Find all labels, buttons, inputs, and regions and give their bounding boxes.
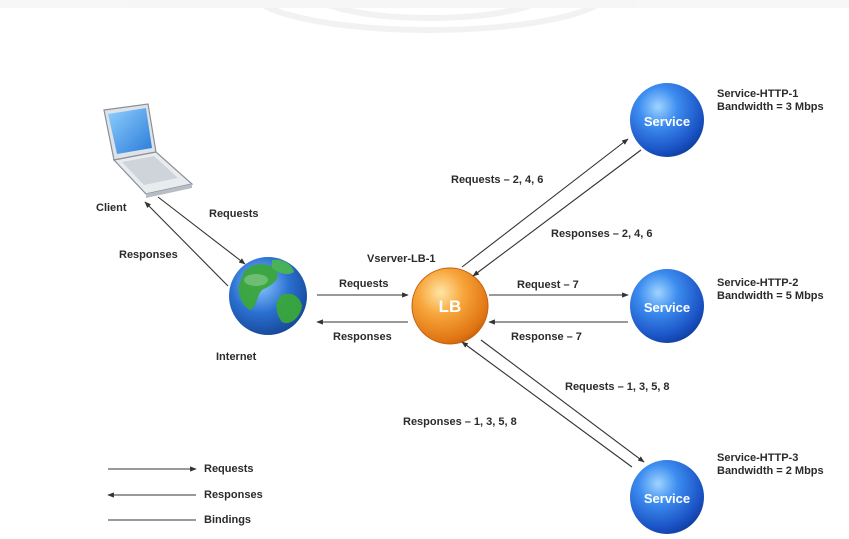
client-request-arrow [157,196,246,265]
service1-bandwidth: Bandwidth = 3 Mbps [717,101,824,113]
service2-info: Service-HTTP-2 Bandwidth = 5 Mbps [717,277,824,303]
legend-requests-label: Requests [204,463,254,475]
lb-node: LB [411,267,489,345]
service-node-2-text: Service [644,300,690,315]
lb-name-label: Vserver-LB-1 [367,253,436,265]
service2-bandwidth: Bandwidth = 5 Mbps [717,290,824,302]
client-response-arrow [144,201,229,287]
legend-responses-label: Responses [204,489,263,501]
service-node-1: Service [630,83,704,157]
service-node-3: Service [630,460,704,534]
service-node-1-text: Service [644,114,690,129]
client-laptop-icon [103,103,194,198]
service3-name: Service-HTTP-3 [717,452,799,464]
service2-request-label: Request – 7 [517,279,579,291]
service1-responses-label: Responses – 2, 4, 6 [551,228,653,240]
service3-responses-label: Responses – 1, 3, 5, 8 [403,416,517,428]
internet-globe-icon [229,257,307,335]
background-decoration [0,0,849,33]
service1-info: Service-HTTP-1 Bandwidth = 3 Mbps [717,88,824,114]
service3-bandwidth: Bandwidth = 2 Mbps [717,465,824,477]
client-requests-label: Requests [209,208,259,220]
internet-label: Internet [216,351,257,363]
internet-requests-label: Requests [339,278,389,290]
client-responses-label: Responses [119,249,178,261]
service-node-3-text: Service [644,491,690,506]
client-label: Client [96,202,127,214]
legend-bindings-label: Bindings [204,514,252,526]
service2-response-label: Response – 7 [511,331,582,343]
service3-request-arrow [480,339,645,463]
service2-name: Service-HTTP-2 [717,277,799,289]
service3-response-arrow [461,341,633,468]
lb-node-text: LB [439,297,462,316]
service1-request-arrow [461,138,629,268]
service3-info: Service-HTTP-3 Bandwidth = 2 Mbps [717,452,824,478]
internet-responses-label: Responses [333,331,392,343]
service3-requests-label: Requests – 1, 3, 5, 8 [565,381,670,393]
service1-requests-label: Requests – 2, 4, 6 [451,174,544,186]
service-node-2: Service [630,269,704,343]
service1-name: Service-HTTP-1 [717,88,799,100]
service1-response-arrow [472,149,642,277]
